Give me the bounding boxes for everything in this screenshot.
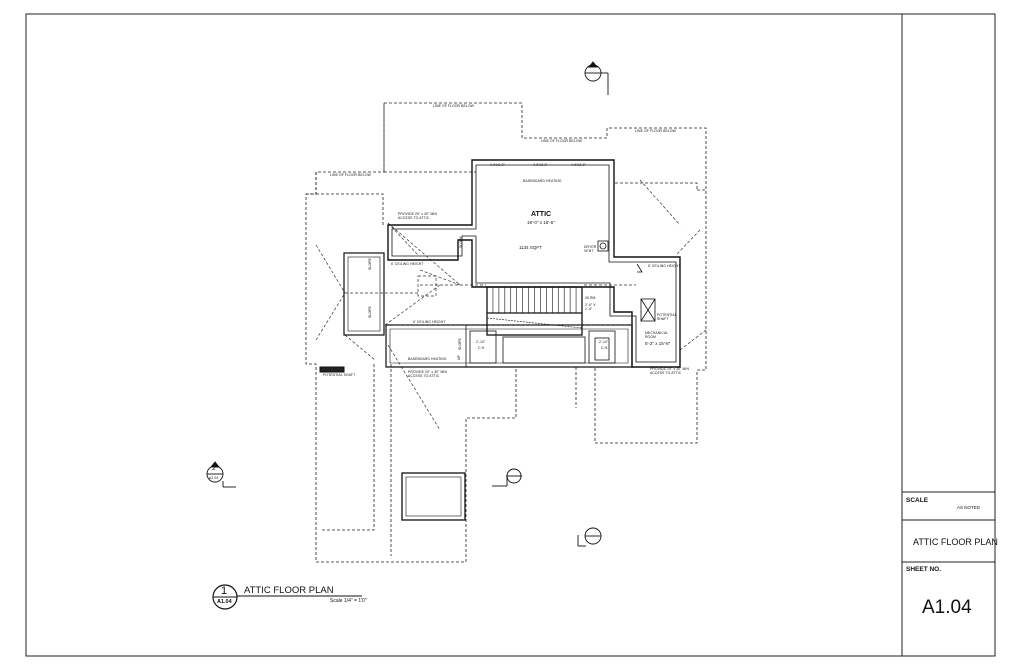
lower-rectangle bbox=[401, 472, 466, 521]
room-name: ATTIC bbox=[531, 211, 552, 218]
section-marker-2 bbox=[206, 461, 236, 488]
note-access-to-attic-right: PROVIDE 20" x 30" MIN ACCESS TO ATTIC bbox=[650, 367, 689, 375]
closet-dim-right: 2'-10" bbox=[599, 340, 609, 344]
section-marker-ref: A2.04 bbox=[209, 476, 219, 480]
sheet-border bbox=[25, 13, 996, 657]
note-ceiling-height-right: 6' CEILING HEIGHT bbox=[648, 264, 681, 268]
drawing-number: 1 bbox=[221, 585, 228, 597]
note-baseboard-heating-top: BASEBOARD HEATING bbox=[523, 179, 562, 183]
note-dryer-vent: DRYER VENT bbox=[584, 245, 597, 253]
closet-label-left: C.H. bbox=[478, 346, 486, 350]
title-block-sheet-no-label: SHEET NO. bbox=[906, 566, 942, 573]
elevation-marker-bottom bbox=[577, 527, 602, 547]
note-access-to-attic-bottom: PROVIDE 20" x 30" MIN ACCESS TO ATTIC bbox=[408, 370, 447, 378]
note-ceiling-height-mid: 6' CEILING HEIGHT bbox=[413, 320, 446, 324]
title-block-sheet-title: ATTIC FLOOR PLAN bbox=[913, 537, 998, 547]
title-block-sheet-number: A1.04 bbox=[922, 597, 972, 618]
note-line-of-floor-below-right: LINE OF FLOOR BELOW bbox=[635, 129, 676, 133]
note-potential-shaft-right: POTENTIAL SHAFT bbox=[657, 313, 677, 321]
slope-label-2: SLOPE bbox=[368, 306, 372, 318]
note-potential-shaft-left: POTENTIAL SHAFT bbox=[323, 373, 356, 377]
roof-hip-lines bbox=[315, 179, 707, 431]
closet-dim-left: 2'-10" bbox=[476, 340, 486, 344]
room-area: 1134 SQFT bbox=[519, 245, 542, 250]
note-mechanical-dims: 5'-2" x 15'-8" bbox=[645, 341, 671, 346]
mechanical-room bbox=[636, 263, 656, 322]
note-access-to-attic-left: PROVIDE 20" x 30" MIN ACCESS TO ATTIC bbox=[398, 212, 437, 220]
drawing-title: ATTIC FLOOR PLAN bbox=[244, 585, 334, 596]
section-marker-number: 2 bbox=[212, 465, 216, 472]
title-block-scale-value: AS NOTED bbox=[957, 505, 981, 510]
window-label-2: 4-0"x3-2" bbox=[533, 163, 548, 167]
drawing-sheet-ref: A1.04 bbox=[217, 599, 232, 605]
elevation-marker-top bbox=[584, 61, 609, 95]
window-label-1: 4-0"x3-2" bbox=[490, 163, 505, 167]
note-stair-rm: 26 RM bbox=[585, 296, 596, 300]
dryer-vent-symbol bbox=[597, 240, 609, 252]
title-block-rules bbox=[902, 491, 995, 563]
note-line-of-floor-below-mid: LINE OF FLOOR BELOW bbox=[541, 139, 582, 143]
title-block-scale-label: SCALE bbox=[906, 497, 929, 504]
potential-shaft-left bbox=[319, 366, 345, 373]
knee-wall-lines bbox=[394, 275, 636, 326]
note-line-of-floor-below-top: LINE OF FLOOR BELOW bbox=[433, 104, 474, 108]
note-baseboard-heating-bottom: BASEBOARD HEATING bbox=[408, 357, 447, 361]
slope-label-1: SLOPE bbox=[368, 258, 372, 270]
slope-label-4: SLOPE bbox=[459, 236, 463, 248]
note-mechanical-room: MECHANICAL ROOM bbox=[645, 331, 669, 339]
slope-label-3: SLOPE bbox=[458, 338, 462, 350]
note-ceiling-height-left: 6' CEILING HEIGHT bbox=[391, 262, 424, 266]
note-line-of-floor-below-left: LINE OF FLOOR BELOW bbox=[330, 173, 371, 177]
note-door-dim: 2'-6" X 1'-4" bbox=[585, 303, 596, 311]
closets bbox=[469, 330, 616, 364]
elevation-marker-center bbox=[492, 468, 522, 487]
window-label-3: 4-0"x3-2" bbox=[571, 163, 586, 167]
up-label: UP bbox=[457, 355, 461, 360]
closet-label-right: C.H. bbox=[601, 346, 609, 350]
room-dimensions: 19'-0" x 16'-6" bbox=[527, 220, 555, 225]
drawing-title-bubble bbox=[212, 584, 362, 610]
drawing-scale: Scale 1/4" = 1'0" bbox=[330, 598, 367, 604]
stair bbox=[486, 286, 586, 364]
